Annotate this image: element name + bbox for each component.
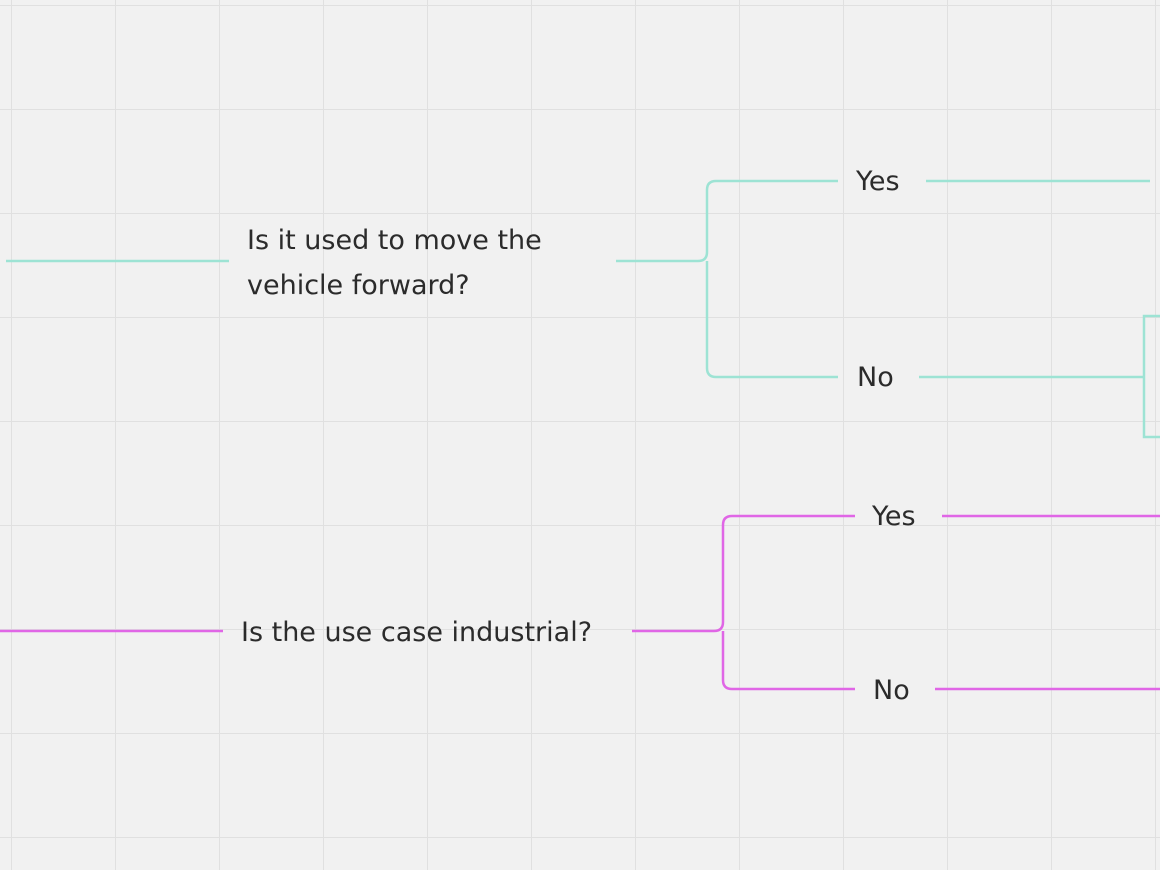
answer-no-q2[interactable]: No (873, 675, 910, 706)
answer-no-q1[interactable]: No (857, 362, 894, 393)
question-industrial-use-case[interactable]: Is the use case industrial? (241, 617, 593, 648)
teal-connectors (6, 179, 1160, 439)
question-vehicle-forward[interactable]: Is it used to move the vehicle forward? (247, 225, 542, 301)
q2-fork (632, 514, 855, 691)
q1-fork (616, 179, 838, 379)
answer-yes-q1[interactable]: Yes (856, 166, 900, 197)
magenta-connectors (0, 514, 1160, 691)
answer-yes-q2[interactable]: Yes (872, 501, 916, 532)
q1-no-fork-partial (1142, 314, 1160, 439)
